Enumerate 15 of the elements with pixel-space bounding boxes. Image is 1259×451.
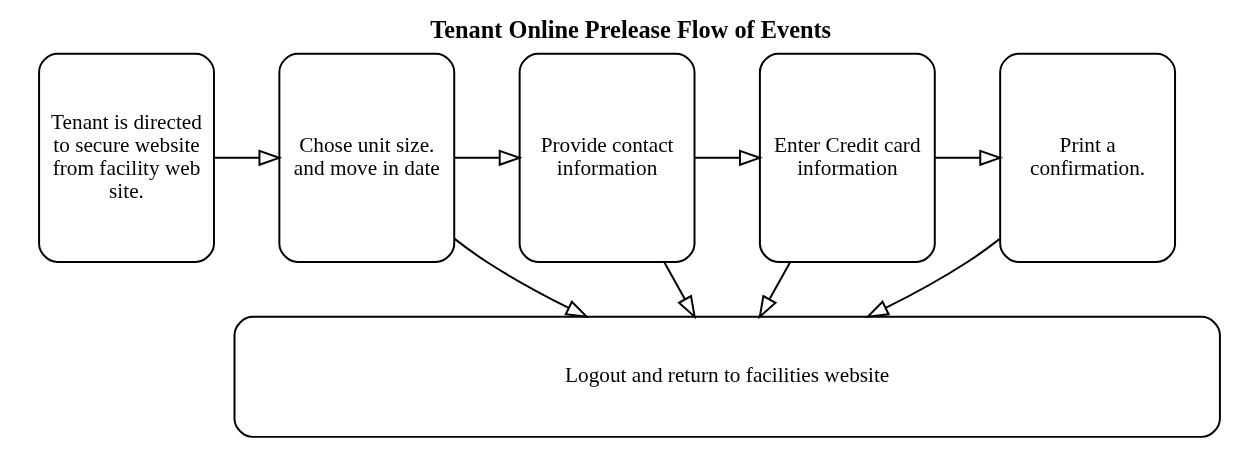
node-box: Enter Credit card information (758, 52, 936, 263)
diagram-title: Tenant Online Prelease Flow of Events (430, 16, 832, 44)
arrow (693, 149, 763, 167)
node-box: Chose unit size. and move in date (278, 52, 456, 263)
arrow (213, 149, 283, 167)
node-box: Provide contact information (518, 52, 696, 263)
arrow (934, 149, 1004, 167)
arrow (865, 237, 1001, 318)
arrow (758, 261, 792, 320)
arrow (453, 149, 523, 167)
node-box: Logout and return to facilities website (233, 315, 1221, 438)
arrow (663, 261, 697, 320)
node-box: Tenant is directed to secure website from facility web site. (38, 52, 215, 263)
arrow (453, 237, 590, 318)
node-box: Print a confirmation. (999, 52, 1177, 263)
